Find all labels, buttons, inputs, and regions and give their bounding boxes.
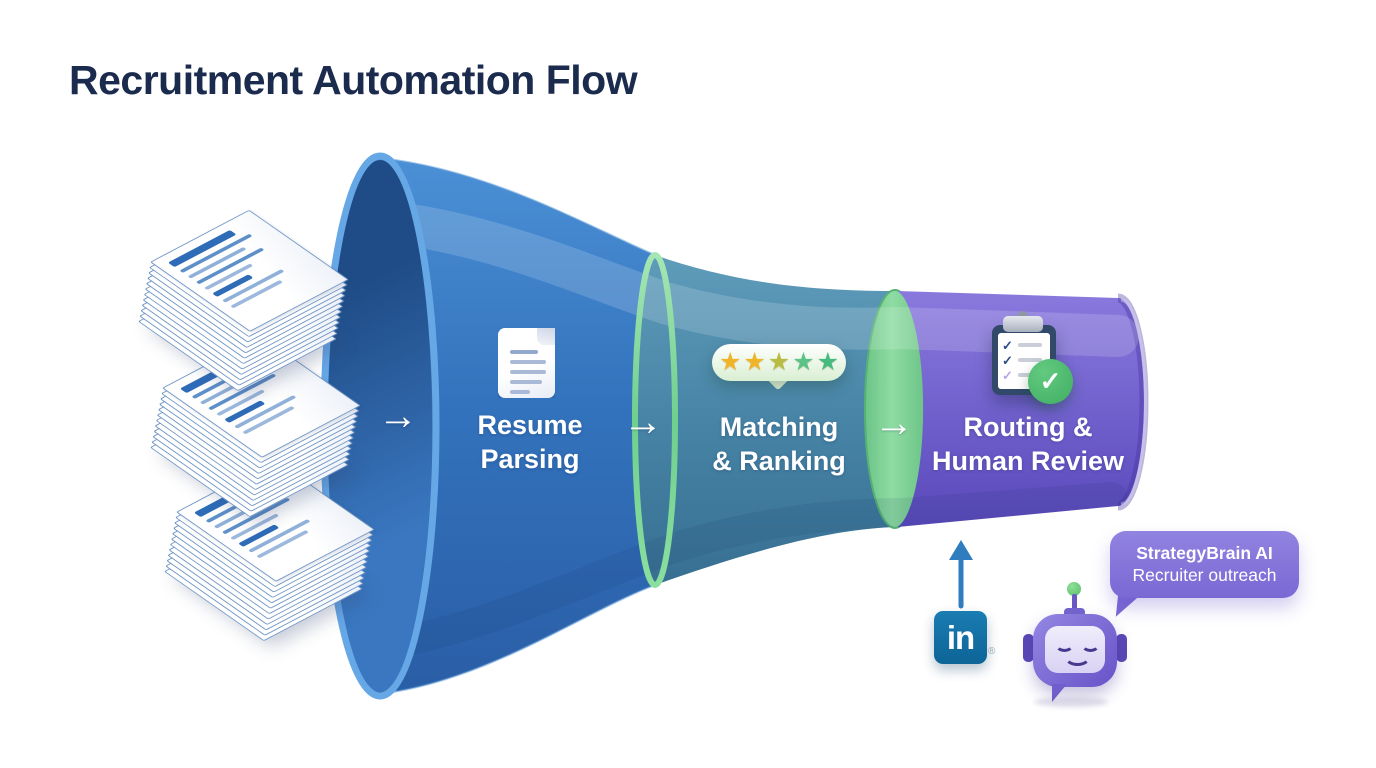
ai-recruiter-robot-icon [1012,582,1132,707]
star-icon: ★ [792,348,815,376]
check-icon: ✓ [1002,352,1013,368]
document-fold-corner [537,328,555,345]
document-text-lines [510,350,546,394]
outreach-speech-bubble: StrategyBrain AI Recruiter outreach [1110,531,1299,598]
star-rating-badge: ★★★★★ [712,344,846,381]
robot-chat-tail [1052,684,1067,702]
robot-ear [1116,634,1127,662]
robot-ear [1023,634,1034,662]
clipboard-clip [1003,316,1043,332]
funnel-bottom-shade [375,482,1127,659]
bubble-line-2: Recruiter outreach [1132,565,1277,585]
robot-smile [1064,646,1091,666]
linkedin-icon: in [934,611,987,664]
robot-antenna-stem [1072,594,1077,611]
star-icon: ★ [743,348,766,376]
stage-label-resume-parsing: Resume Parsing [477,410,583,474]
approved-check-badge: ✓ [1028,359,1073,404]
resume-stack [137,209,350,392]
robot-antenna-ball [1067,582,1081,596]
star-icon: ★ [767,348,791,376]
star-icon: ★ [816,348,840,376]
stage-label-matching-ranking: Matching & Ranking [712,412,846,476]
bubble-line-1: StrategyBrain AI [1136,543,1273,563]
check-icon: ✓ [1002,337,1013,353]
check-icon: ✓ [1002,367,1013,383]
resume-stack [163,459,376,642]
star-rating-row: ★★★★★ [718,350,840,375]
robot-shadow [1034,697,1108,707]
linkedin-up-arrow [949,540,973,609]
resume-stack [149,335,362,518]
robot-antenna-base [1064,608,1085,618]
clipboard-row: ✓ [1002,337,1048,353]
flow-arrow-icon: → [378,394,418,438]
check-icon: ✓ [1039,366,1062,396]
page-title: Recruitment Automation Flow [69,57,638,103]
robot-eye [1081,637,1100,652]
stage-label-routing-review: Routing & Human Review [931,412,1125,476]
linkedin-label: in [946,618,975,656]
star-icon: ★ [718,348,742,376]
registered-mark: ® [988,646,996,657]
